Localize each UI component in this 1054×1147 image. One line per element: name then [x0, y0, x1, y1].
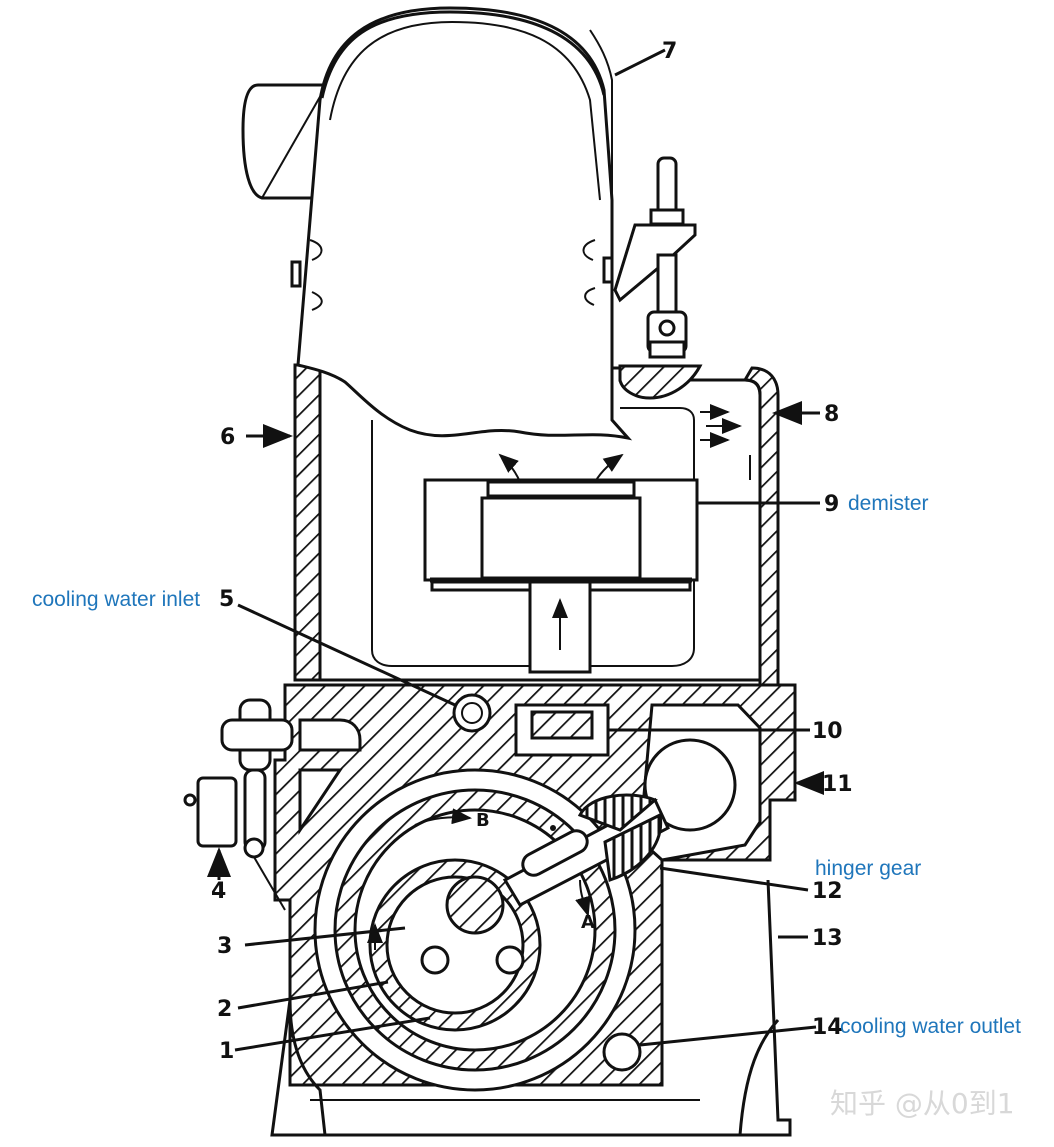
callout-14: 14 — [812, 1015, 843, 1040]
callout-9: 9 — [824, 492, 839, 517]
callout-4: 4 — [211, 879, 226, 904]
callout-6: 6 — [220, 425, 235, 450]
pump-body — [273, 683, 797, 1092]
note-cooling-water-outlet: cooling water outlet — [840, 1015, 1021, 1038]
demister — [423, 453, 699, 674]
annotations: cooling water inlet demister hinger gear… — [32, 492, 1021, 1038]
separator-housing — [293, 363, 780, 692]
motion-label-a: A — [581, 912, 595, 933]
note-hinger-gear: hinger gear — [815, 857, 921, 880]
callout-1: 1 — [219, 1039, 234, 1064]
tension-bolt — [613, 156, 697, 359]
belt-guard — [241, 6, 633, 441]
callout-3: 3 — [217, 934, 232, 959]
callout-8: 8 — [824, 402, 839, 427]
note-cooling-water-inlet: cooling water inlet — [32, 588, 200, 611]
callout-11: 11 — [822, 772, 853, 797]
callout-12: 12 — [812, 879, 843, 904]
callout-7: 7 — [662, 39, 677, 64]
callout-2: 2 — [217, 997, 232, 1022]
note-demister: demister — [848, 492, 929, 515]
gauge-assembly — [183, 698, 294, 911]
watermark: 知乎 @从0到1 — [830, 1087, 1015, 1120]
callout-5: 5 — [219, 587, 234, 612]
callout-numbers: 7 6 8 9 5 10 11 4 12 3 13 2 14 1 — [211, 39, 853, 1064]
callout-13: 13 — [812, 926, 843, 951]
callout-10: 10 — [812, 719, 843, 744]
leader-lines — [207, 48, 824, 1052]
pump-base — [270, 879, 792, 1137]
motion-label-b: B — [476, 810, 490, 831]
